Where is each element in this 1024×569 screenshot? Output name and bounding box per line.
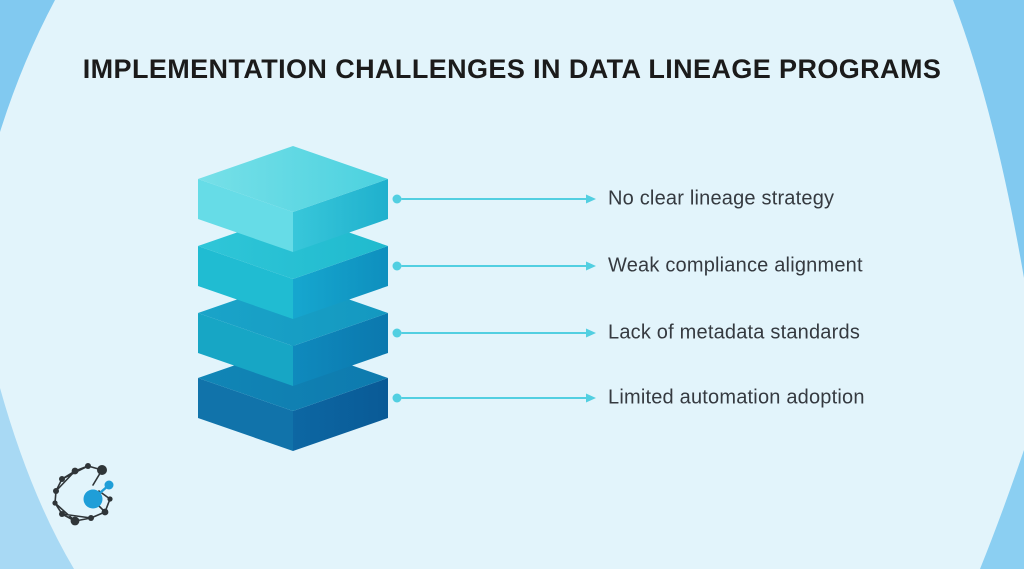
logo-center-node (83, 489, 103, 509)
connector (392, 328, 596, 338)
corner-bottom-right-wedge (980, 450, 1024, 569)
connector-dot (392, 328, 402, 338)
connector-arrowhead-icon (586, 328, 596, 338)
stack-layer-right-face (293, 246, 388, 319)
stack-layer-right-face (293, 313, 388, 386)
stack-layer-left-face (198, 179, 293, 252)
network-graph-logo (52, 463, 114, 526)
logo-satellite-node (104, 480, 114, 490)
connector-arrowhead-icon (586, 194, 596, 204)
corner-top-left-wedge (0, 0, 55, 132)
logo-dark-nodes (52, 463, 113, 526)
stack-layer (198, 146, 388, 252)
connector-dot (392, 261, 402, 271)
page-title: IMPLEMENTATION CHALLENGES IN DATA LINEAG… (82, 53, 942, 84)
connector-arrowhead-icon (586, 261, 596, 271)
stack-layer-left-face (198, 246, 293, 319)
connector (392, 393, 596, 403)
stack-layer-right-face (293, 378, 388, 451)
stack-layer-top-face (198, 146, 388, 212)
connector-arrowhead-icon (586, 393, 596, 403)
stack-layer-right-face (293, 179, 388, 252)
corner-bottom-left-wedge (0, 388, 74, 569)
corner-top-right-wedge (953, 0, 1024, 278)
connector (392, 261, 596, 271)
stack-layer-left-face (198, 378, 293, 451)
connector-dot (392, 194, 402, 204)
connector (392, 194, 596, 204)
stack-layer-left-face (198, 313, 293, 386)
connector-dot (392, 393, 402, 403)
